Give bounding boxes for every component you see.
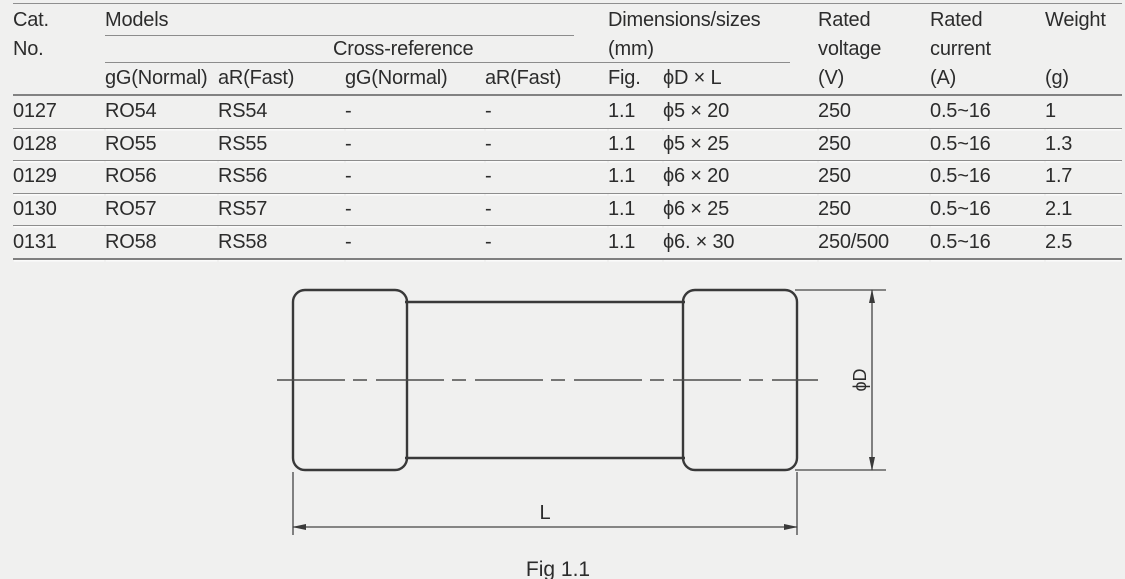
- fuse-spec-table: Cat. Models Dimensions/sizes Rated Rated…: [13, 3, 1123, 260]
- cell-size: ϕ5 × 20: [663, 96, 819, 129]
- table-row: 0131 RO58 RS58 - - 1.1 ϕ6. × 30 250/500 …: [13, 226, 1123, 260]
- cell-voltage: 250/500: [818, 226, 931, 260]
- header-gg-normal-2: gG(Normal): [345, 63, 485, 96]
- cell-xref-gg: -: [345, 194, 485, 227]
- cell-voltage: 250: [818, 194, 931, 227]
- header-fig: Fig.: [608, 63, 664, 96]
- cell-gg: RO58: [105, 226, 218, 260]
- header-cross-reference: Cross-reference: [333, 36, 609, 63]
- cell-size: ϕ5 × 25: [663, 129, 819, 162]
- header-cat-spacer: [13, 63, 105, 96]
- header-ar-fast-1: aR(Fast): [218, 63, 345, 96]
- length-label: L: [539, 502, 550, 524]
- cell-cat: 0127: [13, 96, 105, 129]
- cell-xref-ar: -: [485, 129, 609, 162]
- header-row-1: Cat. Models Dimensions/sizes Rated Rated…: [13, 4, 1122, 36]
- cell-current: 0.5~16: [930, 226, 1046, 260]
- header-ar-fast-2: aR(Fast): [485, 63, 609, 96]
- header-voltage-unit: (V): [818, 63, 931, 96]
- cell-ar: RS57: [218, 194, 345, 227]
- cell-ar: RS56: [218, 161, 345, 194]
- table-body: 0127 RO54 RS54 - - 1.1 ϕ5 × 20 250 0.5~1…: [13, 96, 1123, 260]
- fuse-dimension-drawing: ϕD L Fig 1.1: [277, 288, 886, 579]
- cell-ar: RS55: [218, 129, 345, 162]
- cell-gg: RO57: [105, 194, 218, 227]
- header-weight-spacer: [1045, 36, 1122, 63]
- header-no: No.: [13, 38, 44, 60]
- header-cat: Cat.: [13, 8, 49, 31]
- header-current-unit: (A): [930, 63, 1046, 96]
- cell-fig: 1.1: [608, 194, 664, 227]
- cell-xref-gg: -: [345, 226, 485, 260]
- cell-fig: 1.1: [608, 129, 664, 162]
- cell-weight: 2.5: [1045, 226, 1123, 260]
- cell-voltage: 250: [818, 96, 931, 129]
- cell-gg: RO54: [105, 96, 218, 129]
- header-d-x-l: ϕD × L: [663, 63, 819, 96]
- cell-xref-ar: -: [485, 96, 609, 129]
- table-row: 0128 RO55 RS55 - - 1.1 ϕ5 × 25 250 0.5~1…: [13, 129, 1123, 162]
- cell-fig: 1.1: [608, 161, 664, 194]
- cell-xref-ar: -: [485, 161, 609, 194]
- cell-ar: RS58: [218, 226, 345, 260]
- header-row-2: No. Cross-reference (mm) voltage current: [13, 36, 1122, 63]
- cell-gg: RO55: [105, 129, 218, 162]
- header-rated-voltage: Rated: [818, 8, 871, 31]
- cell-weight: 2.1: [1045, 194, 1123, 227]
- cell-ar: RS54: [218, 96, 345, 129]
- cell-size: ϕ6 × 25: [663, 194, 819, 227]
- cell-current: 0.5~16: [930, 161, 1046, 194]
- cell-cat: 0130: [13, 194, 105, 227]
- header-rated-current-2: current: [930, 38, 991, 60]
- cell-xref-ar: -: [485, 226, 609, 260]
- header-row-3: gG(Normal) aR(Fast) gG(Normal) aR(Fast) …: [13, 63, 1123, 96]
- cell-weight: 1.7: [1045, 161, 1123, 194]
- cell-xref-ar: -: [485, 194, 609, 227]
- cell-voltage: 250: [818, 129, 931, 162]
- header-rated-current: Rated: [930, 8, 983, 31]
- cell-size: ϕ6. × 30: [663, 226, 819, 260]
- cell-cat: 0131: [13, 226, 105, 260]
- header-models: Models: [105, 4, 609, 36]
- table-row: 0129 RO56 RS56 - - 1.1 ϕ6 × 20 250 0.5~1…: [13, 161, 1123, 194]
- header-dimensions: Dimensions/sizes: [608, 8, 761, 31]
- cell-weight: 1.3: [1045, 129, 1123, 162]
- header-weight: Weight: [1045, 8, 1106, 31]
- header-rated-voltage-2: voltage: [818, 38, 882, 60]
- diameter-label: ϕD: [850, 368, 870, 391]
- figure-caption: Fig 1.1: [526, 558, 590, 579]
- cell-gg: RO56: [105, 161, 218, 194]
- cell-cat: 0129: [13, 161, 105, 194]
- cell-voltage: 250: [818, 161, 931, 194]
- cell-weight: 1: [1045, 96, 1123, 129]
- table-row: 0130 RO57 RS57 - - 1.1 ϕ6 × 25 250 0.5~1…: [13, 194, 1123, 227]
- cell-fig: 1.1: [608, 96, 664, 129]
- cell-current: 0.5~16: [930, 96, 1046, 129]
- cell-xref-gg: -: [345, 129, 485, 162]
- cell-cat: 0128: [13, 129, 105, 162]
- table-header: Cat. Models Dimensions/sizes Rated Rated…: [13, 4, 1123, 96]
- cell-current: 0.5~16: [930, 194, 1046, 227]
- cell-xref-gg: -: [345, 96, 485, 129]
- cell-size: ϕ6 × 20: [663, 161, 819, 194]
- header-models-spacer: [105, 36, 345, 63]
- header-weight-unit: (g): [1045, 63, 1123, 96]
- cell-current: 0.5~16: [930, 129, 1046, 162]
- header-dimensions-unit: (mm): [608, 36, 819, 63]
- cell-xref-gg: -: [345, 161, 485, 194]
- cell-fig: 1.1: [608, 226, 664, 260]
- table-row: 0127 RO54 RS54 - - 1.1 ϕ5 × 20 250 0.5~1…: [13, 96, 1123, 129]
- header-gg-normal-1: gG(Normal): [105, 63, 218, 96]
